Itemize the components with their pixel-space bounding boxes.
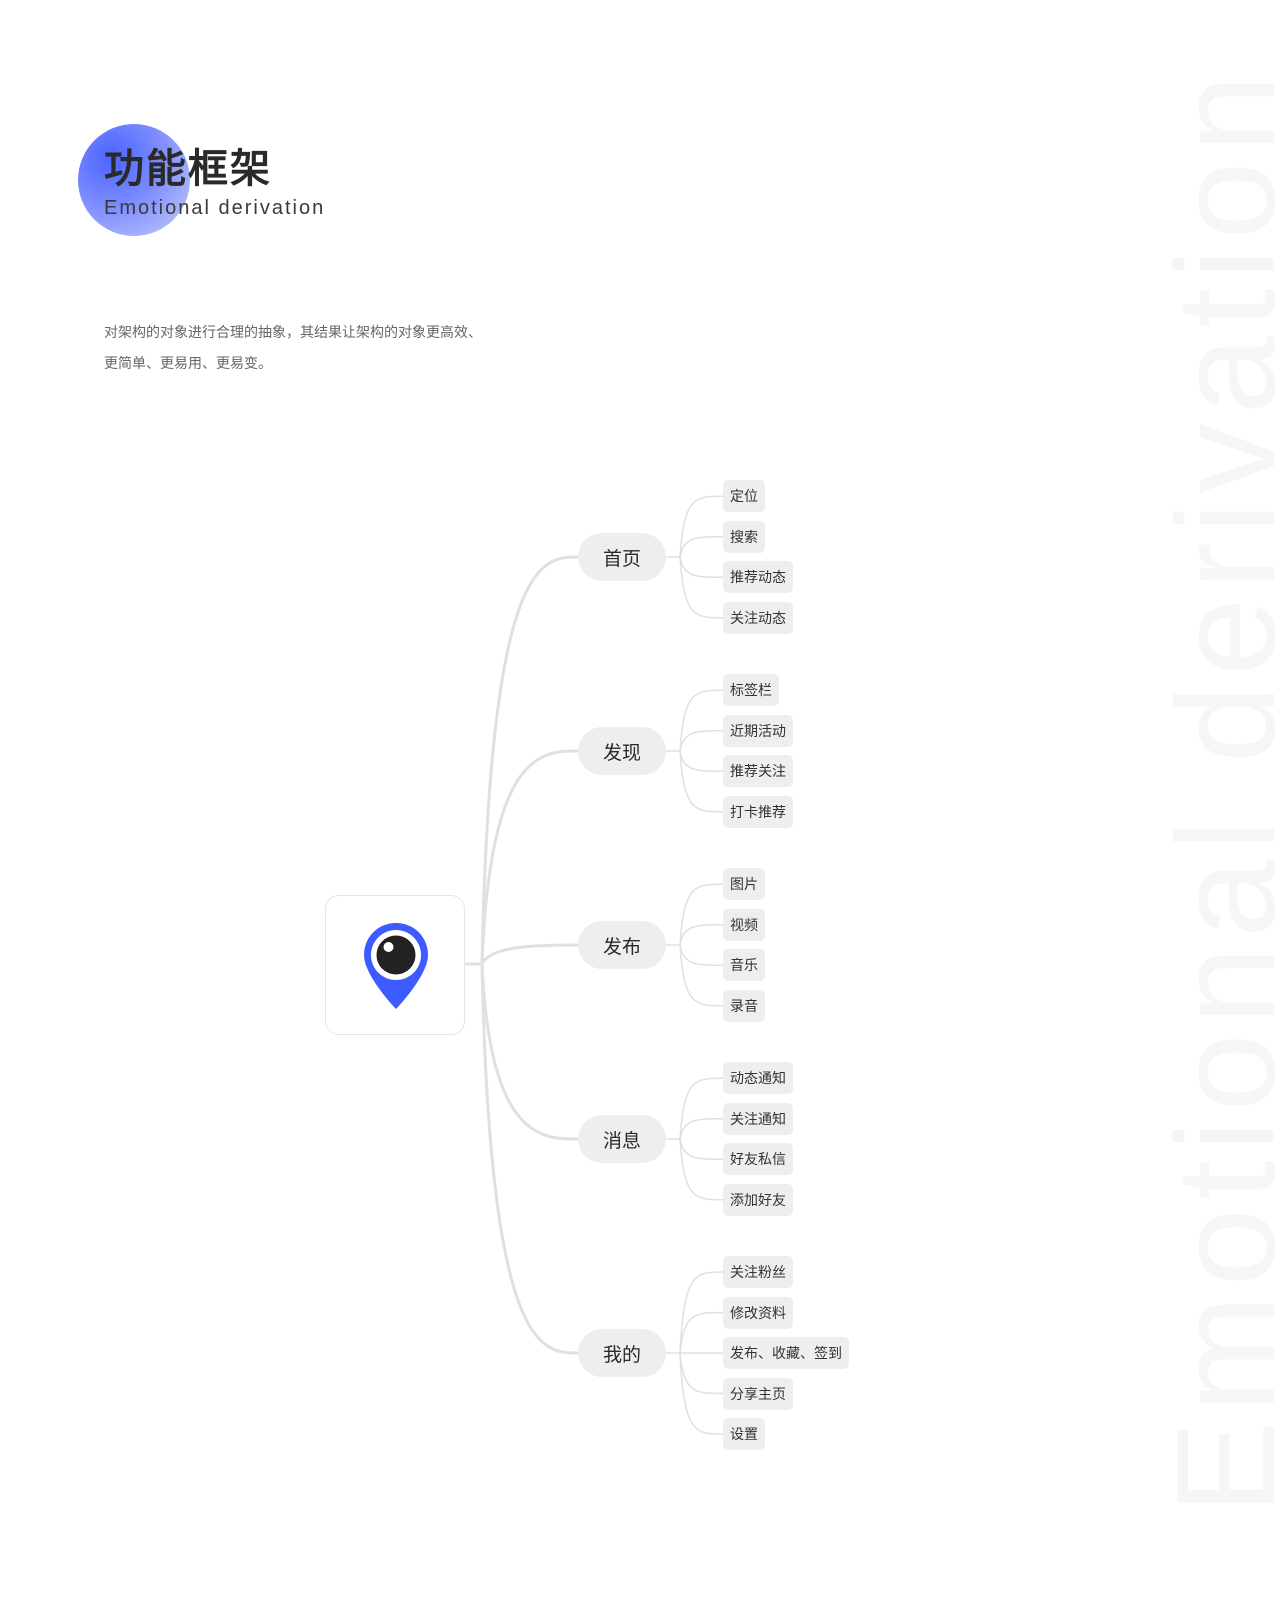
leaf-node: 录音 xyxy=(723,989,765,1022)
leaf-node: 好友私信 xyxy=(723,1143,793,1176)
leaf-connector xyxy=(679,750,724,813)
root-node xyxy=(325,895,465,1035)
description: 对架构的对象进行合理的抽象，其结果让架构的对象更高效、 更简单、更易用、更易变。 xyxy=(104,318,482,380)
leaf-node: 修改资料 xyxy=(723,1296,793,1329)
leaf-connector xyxy=(679,1138,724,1201)
leaf-connector xyxy=(679,1077,724,1140)
leaf-node: 视频 xyxy=(723,908,765,941)
leaf-connector xyxy=(679,1352,724,1395)
leaf-connector xyxy=(679,730,724,752)
branch-connector xyxy=(480,962,580,1355)
leaf-node: 关注动态 xyxy=(723,601,793,634)
leaf-node: 动态通知 xyxy=(723,1062,793,1095)
branch-connector xyxy=(480,555,580,966)
leaf-connector xyxy=(679,495,724,558)
leaf-node: 图片 xyxy=(723,868,765,901)
branch-node: 首页 xyxy=(578,533,666,581)
branch-node: 消息 xyxy=(578,1115,666,1163)
leaf-connector xyxy=(679,556,724,619)
leaf-node: 分享主页 xyxy=(723,1377,793,1410)
leaf-node: 关注通知 xyxy=(723,1102,793,1135)
leaf-node: 设置 xyxy=(723,1418,765,1450)
branch-node: 我的 xyxy=(578,1329,666,1377)
leaf-connector xyxy=(679,883,724,946)
leaf-node: 推荐动态 xyxy=(723,561,793,594)
leaf-node: 定位 xyxy=(723,480,765,513)
leaf-connector xyxy=(679,924,724,946)
leaf-node: 搜索 xyxy=(723,520,765,553)
leaf-connector xyxy=(679,1271,724,1354)
leaf-connector xyxy=(679,556,724,578)
leaf-node: 音乐 xyxy=(723,949,765,982)
leaf-node: 标签栏 xyxy=(723,674,779,707)
leaf-connector xyxy=(679,1118,724,1140)
description-line-2: 更简单、更易用、更易变。 xyxy=(104,356,272,372)
branch-node: 发布 xyxy=(578,921,666,969)
leaf-connector xyxy=(679,536,724,558)
leaf-node: 打卡推荐 xyxy=(723,795,793,828)
leaf-connector xyxy=(679,1311,724,1354)
page-title: 功能框架 xyxy=(104,146,272,192)
leaf-connector xyxy=(679,944,724,1007)
leaf-node: 关注粉丝 xyxy=(723,1256,793,1288)
branch-connector xyxy=(480,749,580,966)
leaf-node: 发布、收藏、签到 xyxy=(723,1337,849,1369)
branch-connector xyxy=(480,943,580,966)
leaf-node: 推荐关注 xyxy=(723,755,793,788)
leaf-node: 添加好友 xyxy=(723,1183,793,1216)
branch-node: 发现 xyxy=(578,727,666,775)
leaf-node: 近期活动 xyxy=(723,714,793,747)
leaf-connector xyxy=(679,750,724,772)
description-line-1: 对架构的对象进行合理的抽象，其结果让架构的对象更高效、 xyxy=(104,325,482,341)
location-pin-eye-icon xyxy=(364,923,428,1009)
branch-connector xyxy=(480,962,580,1141)
page-subtitle: Emotional derivation xyxy=(104,197,326,219)
leaf-connector xyxy=(679,944,724,966)
leaf-connector xyxy=(679,689,724,752)
leaf-connector xyxy=(679,1352,724,1435)
header-accent-circle xyxy=(78,124,190,236)
leaf-connector xyxy=(679,1138,724,1160)
